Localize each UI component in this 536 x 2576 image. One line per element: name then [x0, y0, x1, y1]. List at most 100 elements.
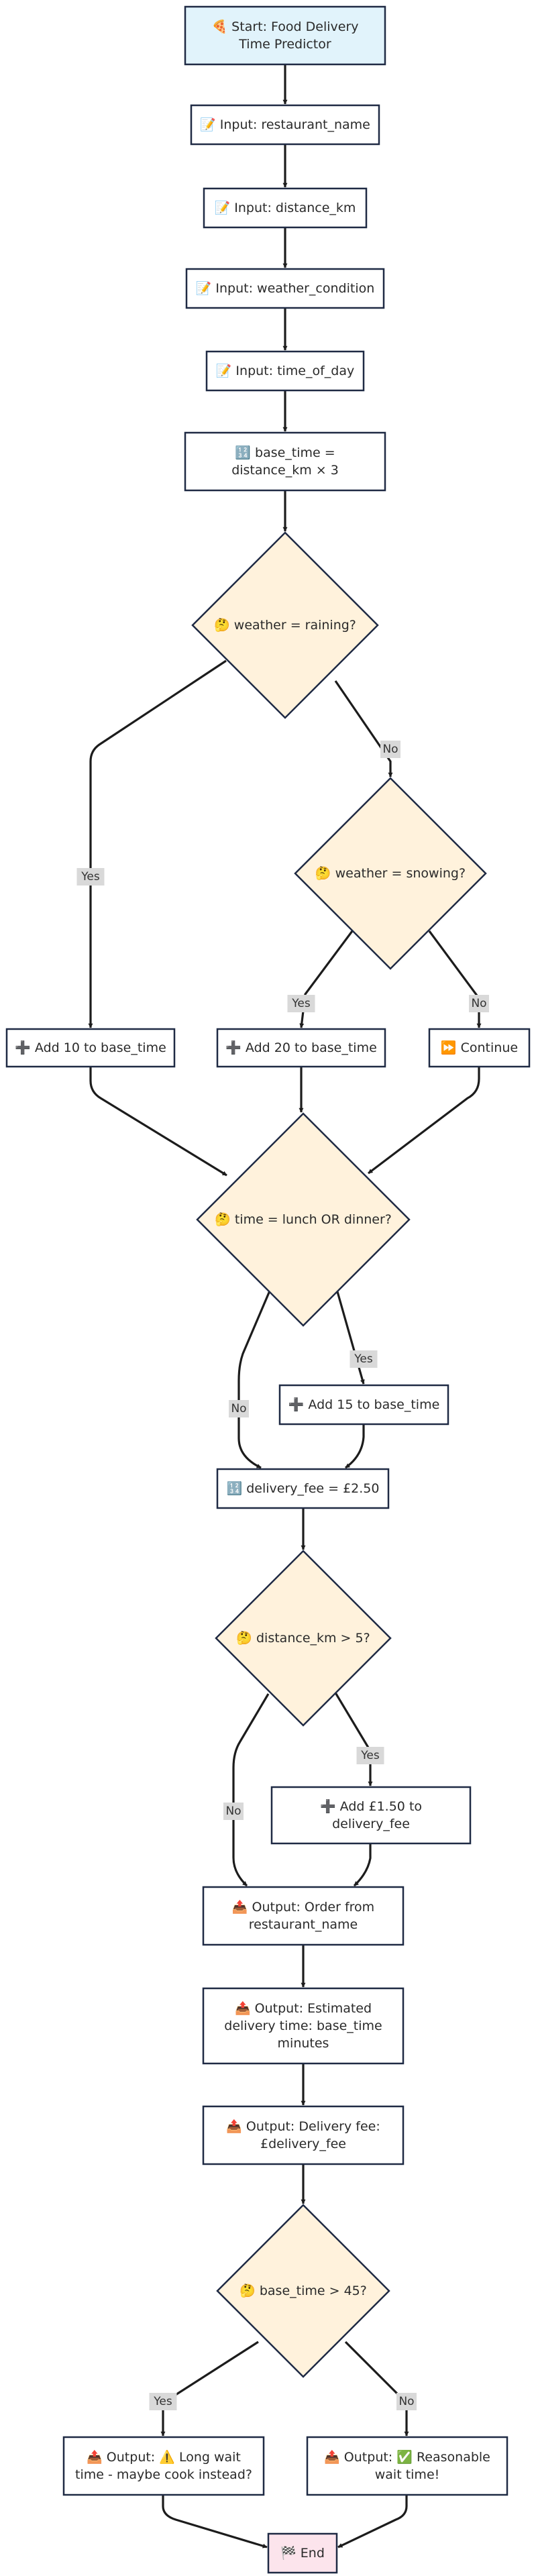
add15-text: ➕ Add 15 to base_time — [288, 1397, 440, 1412]
in-time-text: 📝 Input: time_of_day — [216, 363, 355, 378]
in-distance-shape — [203, 187, 368, 229]
out-order-shape — [202, 1886, 405, 1946]
base45-yes-edge — [160, 2341, 259, 2436]
q-lunch-shape — [196, 1112, 411, 1327]
out-long-text: time - maybe cook instead? — [75, 2467, 252, 2482]
out-estimate-text: minutes — [278, 2036, 329, 2051]
base-time-node: 🔢 base_time =distance_km × 3 — [184, 431, 386, 492]
lunch-yes-edge — [335, 1289, 365, 1385]
snowing-no-edge — [428, 930, 482, 1028]
out-ok-shape — [306, 2436, 508, 2496]
add20-shape — [216, 1028, 386, 1068]
out-ok-text: 📤 Output: ✅ Reasonable — [324, 2449, 490, 2465]
q-distance-text: 🤔 distance_km > 5? — [236, 1631, 370, 1646]
long-to-end — [162, 2495, 268, 2548]
distance-yes-edge — [333, 1690, 373, 1786]
in-weather-text: 📝 Input: weather_condition — [196, 280, 375, 296]
edge-label-bg — [76, 868, 105, 885]
in-restaurant-node: 📝 Input: restaurant_name — [190, 104, 380, 146]
edge-label-bg — [223, 1803, 244, 1820]
continue-shape — [428, 1028, 531, 1068]
add10-to-lunch — [89, 1067, 227, 1177]
q-raining-shape — [191, 531, 379, 719]
fee-node: 🔢 delivery_fee = £2.50 — [216, 1468, 390, 1509]
q-lunch-node: 🤔 time = lunch OR dinner? — [196, 1112, 411, 1327]
in-distance-text: 📝 Input: distance_km — [215, 200, 356, 215]
out-order-node: 📤 Output: Order from restaurant_name — [202, 1886, 405, 1946]
out-fee-node: 📤 Output: Delivery fee:£delivery_fee — [202, 2105, 405, 2165]
q-snowing-shape — [294, 777, 487, 970]
distance-no-label: No — [223, 1803, 244, 1820]
out-ok-text: wait time! — [375, 2467, 440, 2482]
q-base45-node: 🤔 base_time > 45? — [216, 2204, 390, 2378]
continue-to-lunch — [368, 1067, 480, 1175]
edge-label-text: No — [231, 1402, 246, 1415]
base-time-text: distance_km × 3 — [231, 463, 339, 478]
in-weather-node: 📝 Input: weather_condition — [185, 268, 385, 309]
edge-label-text: Yes — [354, 1352, 373, 1366]
out-estimate-shape — [202, 1987, 405, 2065]
q-base45-shape — [216, 2204, 390, 2378]
distance-no-edge — [232, 1693, 270, 1887]
edge-label-text: Yes — [153, 2395, 172, 2408]
add15-shape — [278, 1384, 449, 1426]
raining-no-label: No — [380, 741, 400, 758]
add10-text: ➕ Add 10 to base_time — [15, 1040, 166, 1055]
add15-to-fee — [345, 1424, 365, 1469]
add150-to-order — [353, 1843, 372, 1887]
edge-label-bg — [287, 995, 315, 1012]
edge-label-text: No — [398, 2395, 414, 2408]
edge-label-bg — [356, 1747, 384, 1764]
out-estimate-node: 📤 Output: Estimated delivery time: base_t… — [202, 1987, 405, 2065]
edge-label-text: Yes — [81, 870, 100, 883]
in-restaurant-shape — [190, 104, 380, 146]
start-shape — [184, 5, 386, 66]
end-text: 🏁 End — [280, 2545, 325, 2561]
edge-label-bg — [149, 2393, 177, 2410]
q-distance-shape — [215, 1550, 392, 1727]
add150-node: ➕ Add £1.50 to delivery_fee — [270, 1786, 472, 1845]
add150-text: delivery_fee — [332, 1817, 410, 1831]
raining-yes-edge — [88, 659, 227, 1028]
add10-shape — [5, 1028, 176, 1068]
start-text: Time Predictor — [238, 37, 331, 52]
distance-yes-label: Yes — [356, 1747, 384, 1764]
q-snowing-node: 🤔 weather = snowing? — [294, 777, 487, 970]
lunch-yes-label: Yes — [350, 1350, 378, 1368]
out-estimate-text: 📤 Output: Estimated — [235, 2000, 372, 2016]
edge-label-text: No — [471, 997, 486, 1010]
edge-label-bg — [350, 1350, 378, 1368]
q-raining-text: 🤔 weather = raining? — [214, 618, 356, 633]
edge-label-text: No — [225, 1805, 241, 1818]
raining-yes-label: Yes — [76, 868, 105, 885]
out-ok-node: 📤 Output: ✅ Reasonable wait time! — [306, 2436, 508, 2496]
in-distance-node: 📝 Input: distance_km — [203, 187, 368, 229]
edge-label-text: No — [382, 743, 398, 756]
lunch-no-edge — [237, 1289, 272, 1469]
in-time-shape — [205, 350, 365, 392]
add15-node: ➕ Add 15 to base_time — [278, 1384, 449, 1426]
continue-text: ⏩ Continue — [441, 1040, 518, 1055]
out-estimate-text: delivery time: base_time — [224, 2019, 382, 2033]
out-fee-text: 📤 Output: Delivery fee: — [226, 2118, 380, 2134]
snowing-yes-edge — [299, 930, 354, 1028]
continue-node: ⏩ Continue — [428, 1028, 531, 1068]
base45-no-edge — [344, 2341, 409, 2436]
edge-label-bg — [229, 1400, 249, 1417]
end-shape — [267, 2532, 338, 2574]
q-distance-node: 🤔 distance_km > 5? — [215, 1550, 392, 1727]
base45-no-label: No — [396, 2393, 417, 2410]
base-time-shape — [184, 431, 386, 492]
in-weather-shape — [185, 268, 385, 309]
add150-text: ➕ Add £1.50 to — [320, 1799, 422, 1814]
out-order-text: 📤 Output: Order from — [232, 1899, 374, 1915]
add10-node: ➕ Add 10 to base_time — [5, 1028, 176, 1068]
edge-label-text: Yes — [291, 997, 311, 1010]
out-order-text: restaurant_name — [249, 1917, 358, 1932]
q-lunch-text: 🤔 time = lunch OR dinner? — [215, 1212, 392, 1227]
snowing-no-label: No — [469, 995, 489, 1012]
fee-shape — [216, 1468, 390, 1509]
